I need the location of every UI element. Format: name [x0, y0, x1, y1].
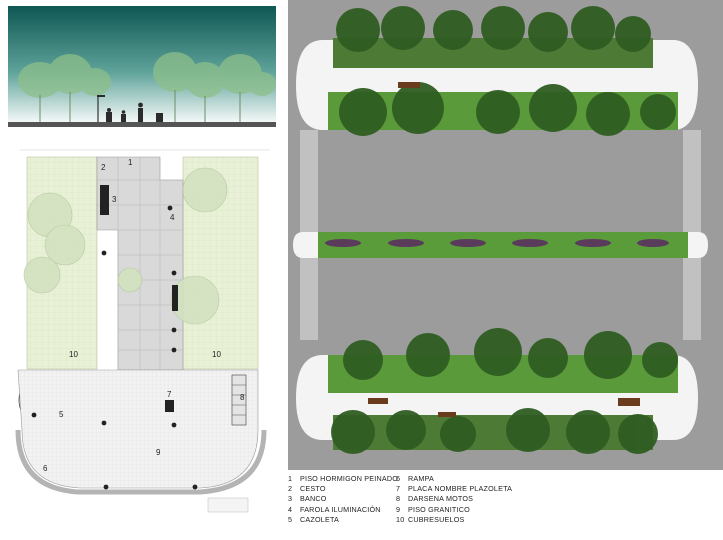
plan-number-10-left: 10: [69, 350, 78, 359]
plan-number-9: 9: [156, 448, 161, 457]
elevation-trunks: [39, 90, 241, 122]
top-block: [296, 6, 698, 136]
plan-number-10-right: 10: [212, 350, 221, 359]
elevation-ground: [8, 122, 276, 127]
plan-number-3: 3: [112, 195, 117, 204]
ramp-curb: [15, 429, 267, 495]
motorbike-bay: [231, 374, 247, 426]
plan-view: 1 2 3 4 5 6 7 8 9 10 10: [15, 149, 270, 513]
bottom-bench-1: [368, 398, 388, 404]
elevation-trees: [18, 52, 276, 98]
median-strip: [293, 232, 708, 258]
bench-1: [100, 185, 109, 215]
bench-2: [172, 285, 178, 311]
elevation-figures: [97, 95, 163, 122]
bottom-block-trees: [331, 328, 678, 454]
site-plan-panel: 1 2 3 4 5 6 7 8 9 10 10: [0, 0, 290, 535]
granite-plaza: [17, 369, 259, 489]
median-planters: [325, 239, 669, 247]
name-plaque: [165, 400, 174, 412]
elevation-view: [8, 6, 276, 127]
site-plan-drawing: 1 2 3 4 5 6 7 8 9 10 10: [8, 6, 276, 513]
aerial-render-panel: [288, 0, 723, 470]
plan-number-6: 6: [43, 464, 48, 473]
bottom-bench-2: [438, 412, 456, 417]
bottom-bench-3: [618, 398, 640, 406]
plan-number-4: 4: [170, 213, 175, 222]
plan-number-5: 5: [59, 410, 64, 419]
plan-tree-canopies: [18, 167, 228, 427]
top-block-trees: [336, 6, 676, 136]
ramp-hatch: [207, 497, 249, 513]
aerial-render: [293, 6, 708, 454]
top-bench: [398, 82, 420, 88]
plan-number-2: 2: [101, 163, 106, 172]
bottom-block: [296, 328, 698, 454]
plan-number-7: 7: [167, 390, 172, 399]
plan-number-8: 8: [240, 393, 245, 402]
lamp-markers: [31, 205, 198, 490]
plan-number-1: 1: [128, 158, 133, 167]
